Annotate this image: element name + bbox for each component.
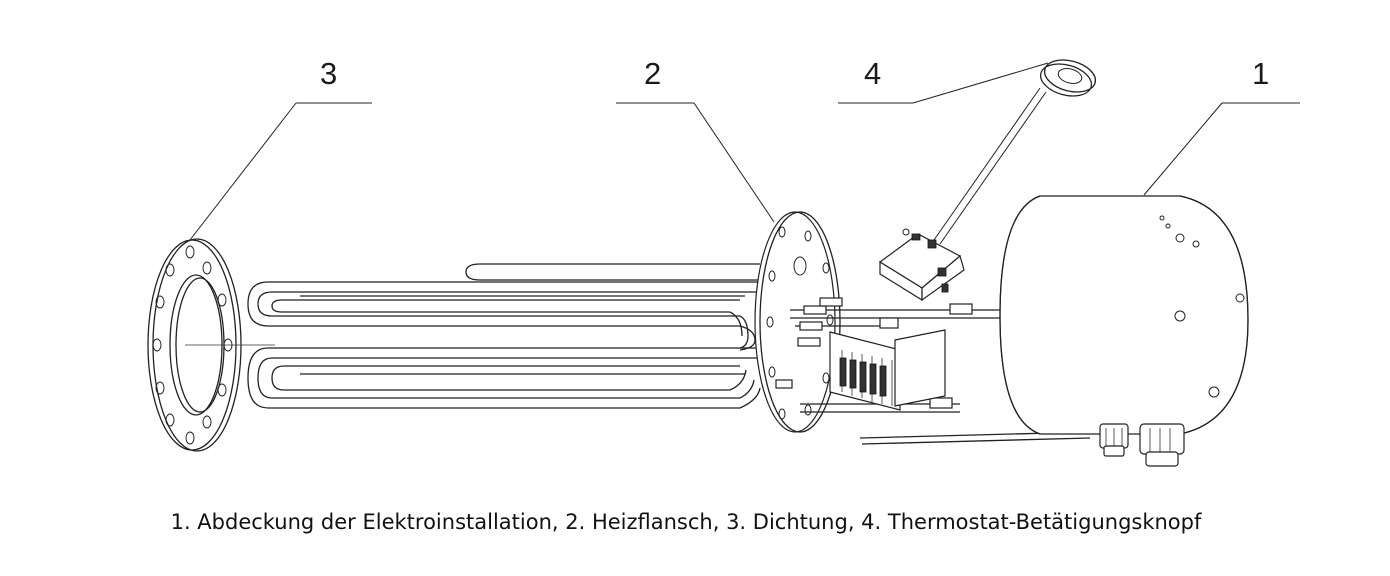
heating-flange bbox=[754, 211, 841, 433]
terminal-assembly bbox=[775, 297, 1091, 445]
callout-gasket: 3 bbox=[189, 56, 372, 241]
callout-label-knob: 4 bbox=[864, 56, 881, 91]
callout-knob: 4 bbox=[838, 56, 1049, 104]
figure-caption: 1. Abdeckung der Elektroinstallation, 2.… bbox=[170, 510, 1202, 534]
electrical-cover bbox=[999, 195, 1249, 467]
thermostat-knob bbox=[933, 59, 1097, 245]
callout-cover: 1 bbox=[1143, 56, 1300, 196]
callout-label-gasket: 3 bbox=[320, 56, 337, 91]
thermostat-unit bbox=[878, 228, 965, 302]
callout-label-cover: 1 bbox=[1252, 56, 1269, 91]
callout-flange: 2 bbox=[616, 56, 775, 223]
gasket-ring bbox=[147, 238, 275, 452]
callout-label-flange: 2 bbox=[644, 56, 661, 91]
heating-element-tubes bbox=[247, 263, 761, 409]
